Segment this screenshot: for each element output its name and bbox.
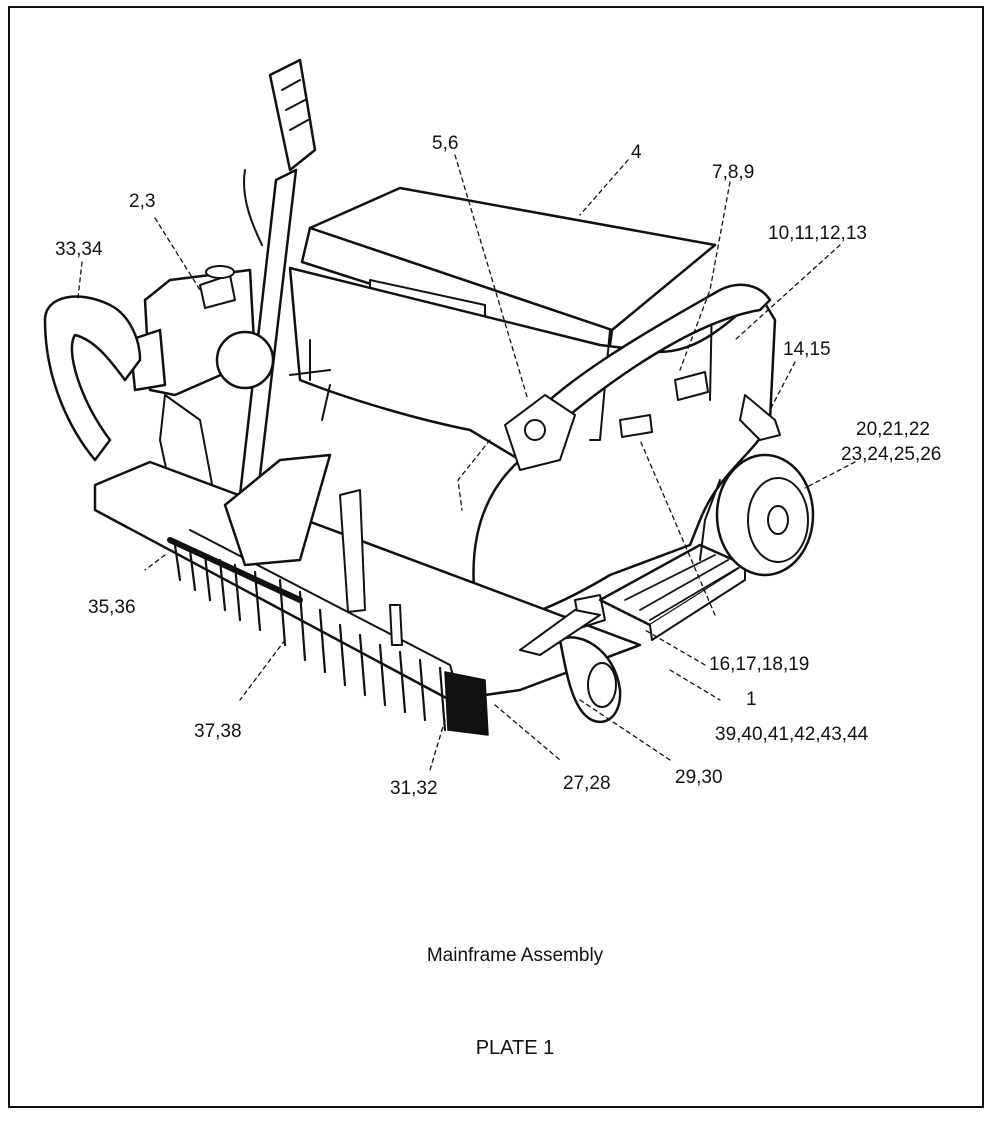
callout-14-15: 14,15 [783, 339, 831, 360]
callout-20-21-22: 20,21,22 [856, 419, 930, 440]
callout-37-38: 37,38 [194, 721, 242, 742]
callout-2-3: 2,3 [129, 191, 156, 212]
plate-border [8, 6, 984, 1108]
callout-5-6: 5,6 [432, 133, 459, 154]
callout-1: 1 [746, 689, 757, 710]
callout-35-36: 35,36 [88, 597, 136, 618]
callout-39-to-44: 39,40,41,42,43,44 [715, 724, 869, 745]
step-platform [598, 543, 747, 641]
callout-27-28: 27,28 [563, 773, 611, 794]
plate-label: PLATE 1 [475, 1037, 555, 1059]
handlebar [43, 295, 142, 462]
side-plate [223, 339, 403, 646]
engine [128, 265, 275, 511]
callout-4: 4 [631, 142, 642, 163]
rear-wheel [699, 453, 815, 577]
front-caster [519, 594, 622, 724]
callout-33-34: 33,34 [55, 239, 103, 260]
callout-16-17-18-19: 16,17,18,19 [709, 654, 810, 675]
tines [167, 537, 489, 736]
leader-lines [77, 154, 856, 771]
link-arm [504, 283, 781, 471]
callout-31-32: 31,32 [390, 778, 438, 799]
callout-29-30: 29,30 [675, 767, 723, 788]
callout-7-8-9: 7,8,9 [712, 162, 755, 183]
figure-title: Mainframe Assembly [426, 945, 604, 966]
callout-10-11-12-13: 10,11,12,13 [768, 223, 867, 244]
callout-23-24-25-26: 23,24,25,26 [841, 444, 942, 465]
